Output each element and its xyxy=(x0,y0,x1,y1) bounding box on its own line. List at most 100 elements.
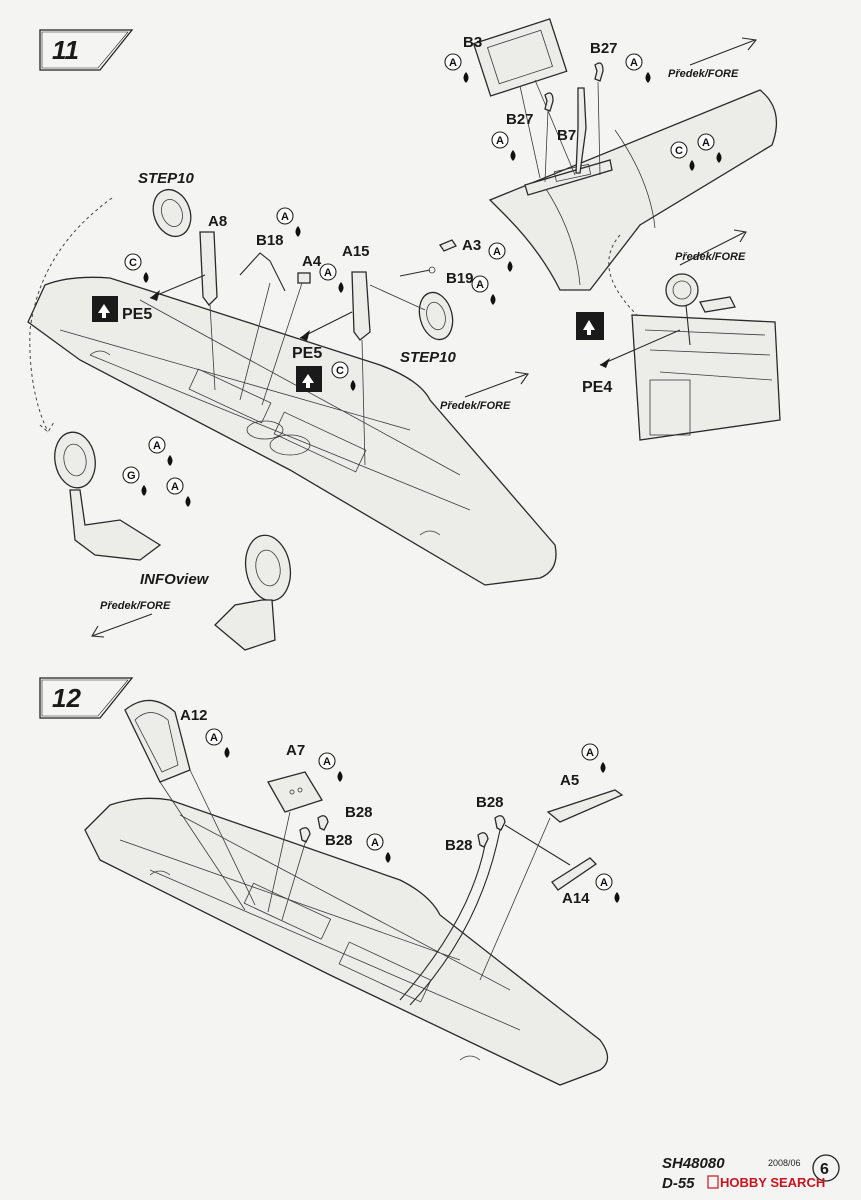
label-a4: A4 xyxy=(302,253,322,270)
print-date: 2008/06 xyxy=(768,1158,801,1168)
fore-arrow-top: Předek/FORE xyxy=(668,37,758,80)
step-11-number: 11 xyxy=(52,35,79,65)
step-12-header: 12 xyxy=(39,677,134,719)
label-b27-top: B27 xyxy=(590,40,618,57)
paint-a-b3: A xyxy=(444,53,469,83)
fore-arrow-info: Předek/FORE xyxy=(91,600,171,638)
part-b18 xyxy=(239,252,286,292)
pe4-icon xyxy=(576,312,604,340)
svg-text:C: C xyxy=(336,365,344,377)
label-b28-d: B28 xyxy=(445,837,473,854)
svg-text:A: A xyxy=(586,747,594,759)
svg-text:Předek/FORE: Předek/FORE xyxy=(100,600,171,612)
label-a12: A12 xyxy=(180,707,208,724)
part-b28-b xyxy=(299,827,311,843)
hobby-search-watermark: HOBBY SEARCH xyxy=(707,1175,825,1190)
svg-text:HOBBY SEARCH: HOBBY SEARCH xyxy=(720,1175,825,1190)
part-b27-left xyxy=(544,92,554,112)
wheel-step10-right xyxy=(418,291,454,341)
step-12-number: 12 xyxy=(52,683,81,713)
gear-bay-detail xyxy=(631,273,781,441)
label-a5: A5 xyxy=(560,772,579,789)
label-pe5-mid: PE5 xyxy=(292,345,322,362)
part-b28-d xyxy=(477,832,489,848)
paint-a-a14: A xyxy=(595,873,620,903)
label-step10-left: STEP10 xyxy=(138,170,195,187)
label-a14: A14 xyxy=(562,890,590,907)
fore-arrow-wing: Předek/FORE xyxy=(440,371,529,412)
svg-text:A: A xyxy=(371,837,379,849)
part-a8 xyxy=(199,231,218,306)
label-a15: A15 xyxy=(342,243,370,260)
svg-text:6: 6 xyxy=(820,1161,829,1178)
svg-text:A: A xyxy=(171,481,179,493)
svg-text:A: A xyxy=(153,440,161,452)
label-b19: B19 xyxy=(446,270,474,287)
part-a5 xyxy=(546,789,624,823)
part-b7 xyxy=(575,87,587,174)
label-b27-left: B27 xyxy=(506,111,534,128)
kit-number: SH48080 xyxy=(662,1155,725,1172)
step-11-header: 11 xyxy=(39,29,134,71)
svg-text:A: A xyxy=(496,135,504,147)
svg-text:A: A xyxy=(600,877,608,889)
label-b28-c: B28 xyxy=(476,794,504,811)
part-b3 xyxy=(472,18,576,179)
paint-a-b28-b: A xyxy=(366,833,391,863)
svg-text:A: A xyxy=(210,732,218,744)
paint-a-a5: A xyxy=(581,743,606,773)
label-step10-right: STEP10 xyxy=(400,349,457,366)
svg-text:C: C xyxy=(129,257,137,269)
paint-a-b19: A xyxy=(471,275,496,305)
infoview-detail xyxy=(214,534,292,651)
label-b18: B18 xyxy=(256,232,284,249)
svg-text:A: A xyxy=(324,267,332,279)
label-pe4: PE4 xyxy=(582,379,612,396)
part-a7 xyxy=(267,771,323,913)
part-a3 xyxy=(439,239,457,252)
label-pe5-left: PE5 xyxy=(122,306,152,323)
label-a7: A7 xyxy=(286,742,305,759)
label-b28-b: B28 xyxy=(325,832,353,849)
part-b19 xyxy=(399,269,431,277)
paint-a-g-a-left: A G A xyxy=(122,436,191,507)
wheel-step10-left xyxy=(152,188,192,238)
part-b27-top xyxy=(594,62,604,82)
paint-a-b27-left: A xyxy=(491,131,516,161)
svg-text:Předek/FORE: Předek/FORE xyxy=(668,68,739,80)
kit-name: D-55 xyxy=(662,1175,695,1192)
label-infoview: INFOview xyxy=(140,571,210,588)
paint-a-a12: A xyxy=(205,728,230,758)
paint-c-mid: C xyxy=(331,361,356,391)
paint-a-a4: A xyxy=(319,263,344,293)
wing-step-12 xyxy=(84,797,609,1086)
part-b28-a xyxy=(317,815,329,831)
svg-text:A: A xyxy=(702,137,710,149)
part-a15 xyxy=(351,271,371,341)
label-b28-a: B28 xyxy=(345,804,373,821)
pe5-left-icon xyxy=(92,296,118,322)
label-a8: A8 xyxy=(208,213,227,230)
page-number-badge: 6 xyxy=(812,1154,840,1182)
part-a4 xyxy=(297,272,311,284)
gear-detail-left xyxy=(54,431,162,561)
svg-text:G: G xyxy=(127,470,136,482)
svg-text:A: A xyxy=(281,211,289,223)
label-b7: B7 xyxy=(557,127,576,144)
label-a3: A3 xyxy=(462,237,481,254)
svg-text:C: C xyxy=(675,145,683,157)
pe5-mid-icon xyxy=(296,366,322,392)
svg-text:A: A xyxy=(323,756,331,768)
svg-text:A: A xyxy=(449,57,457,69)
part-b28-c xyxy=(494,815,506,831)
svg-text:A: A xyxy=(630,57,638,69)
svg-text:A: A xyxy=(493,246,501,258)
paint-a-b18: A xyxy=(276,207,301,237)
paint-a-b27-top: A xyxy=(625,53,651,83)
svg-text:A: A xyxy=(476,279,484,291)
label-b3: B3 xyxy=(463,34,482,51)
svg-text:Předek/FORE: Předek/FORE xyxy=(440,400,511,412)
fore-label-right: Předek/FORE xyxy=(675,251,746,263)
